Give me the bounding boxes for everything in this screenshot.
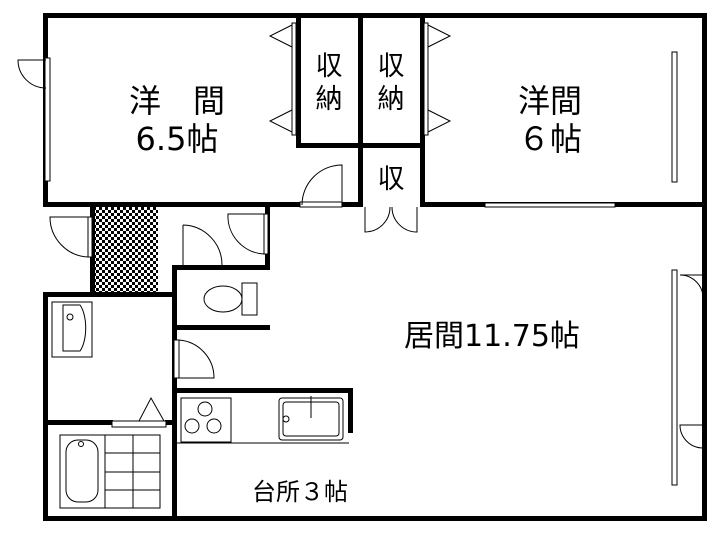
room-name-western-1: 洋 間 bbox=[129, 82, 225, 120]
toilet-icon bbox=[203, 282, 258, 316]
room-name-western-2: 洋間 bbox=[518, 82, 582, 120]
closet-3-label: 収 bbox=[378, 164, 405, 195]
door[interactable] bbox=[227, 213, 269, 255]
sink-icon bbox=[278, 396, 344, 441]
window bbox=[44, 57, 51, 182]
closet-door[interactable] bbox=[268, 22, 452, 136]
door[interactable] bbox=[299, 164, 343, 208]
entrance-floor-hatch bbox=[95, 207, 158, 292]
closet-2-label: 収 bbox=[378, 51, 405, 82]
room-size-western-2: ６帖 bbox=[518, 120, 582, 158]
door[interactable] bbox=[17, 59, 47, 89]
kitchen-label: 台所３帖 bbox=[252, 478, 348, 506]
bathtub-icon bbox=[59, 434, 161, 509]
closet-2-label: 納 bbox=[378, 84, 405, 115]
living-room-label: 居間11.75帖 bbox=[404, 319, 580, 354]
window bbox=[484, 202, 616, 208]
door[interactable] bbox=[364, 206, 418, 233]
stove-icon bbox=[180, 397, 232, 443]
room-size-western-1: 6.5帖 bbox=[136, 120, 219, 158]
door[interactable] bbox=[173, 339, 215, 379]
washroom-door[interactable] bbox=[111, 396, 167, 428]
closet-1-label: 収 bbox=[316, 51, 343, 82]
window bbox=[671, 269, 678, 486]
window bbox=[671, 51, 678, 183]
door[interactable] bbox=[49, 216, 93, 258]
door[interactable] bbox=[182, 224, 223, 266]
door[interactable] bbox=[679, 274, 704, 449]
closet-1-label: 納 bbox=[316, 84, 343, 115]
washbasin-icon bbox=[51, 301, 93, 358]
